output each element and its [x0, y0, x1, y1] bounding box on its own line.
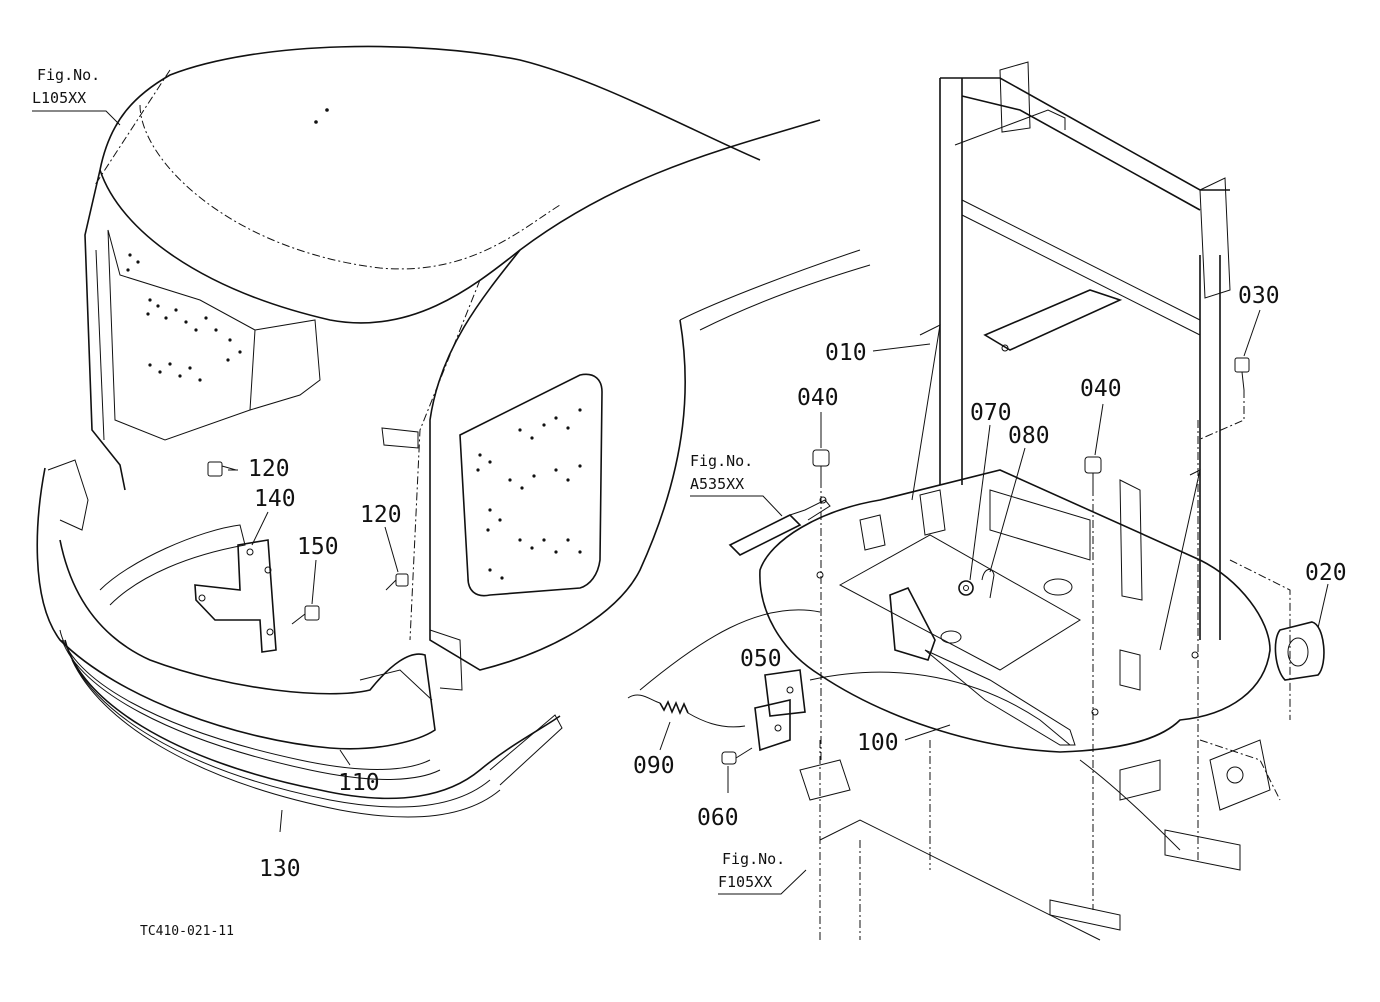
figref-F105XX-line2: F105XX [718, 873, 772, 891]
callout-030: 030 [1238, 283, 1280, 309]
base-plate [759, 469, 1271, 753]
bolt-040-right [1084, 456, 1102, 910]
bolt-120-right [385, 573, 409, 591]
callout-120-left: 120 [248, 456, 290, 482]
callout-110: 110 [338, 770, 380, 796]
callout-090: 090 [633, 753, 675, 779]
grommet-020 [1274, 621, 1325, 681]
front-bumper [36, 459, 441, 780]
figref-L105XX-line1: Fig.No. [37, 66, 100, 84]
figref-A535XX: Fig.No. A535XX [690, 452, 753, 493]
callout-010: 010 [825, 340, 867, 366]
latch-050 [754, 669, 806, 752]
bumper-rubber-130 [64, 639, 563, 818]
cable-100 [639, 609, 1181, 851]
lower-frame [799, 559, 1291, 941]
pin-060 [721, 747, 753, 765]
leader-lines [32, 110, 1329, 895]
figref-L105XX-line2: L105XX [32, 89, 86, 107]
drawing-code: TC410-021-11 [140, 924, 234, 939]
figref-A535XX-line2: A535XX [690, 475, 744, 493]
washer-070 [958, 580, 974, 596]
seat-frame-010 [911, 61, 1231, 651]
lever-bracket [889, 586, 1076, 746]
callout-140: 140 [254, 486, 296, 512]
callout-100: 100 [857, 730, 899, 756]
spring-090 [627, 694, 746, 728]
grille-perforation-left [126, 253, 242, 382]
grille-perforation-right [476, 408, 582, 580]
callout-040-right: 040 [1080, 376, 1122, 402]
bolt-120-left [207, 461, 237, 477]
bracket-140 [194, 539, 277, 653]
part-callouts: 010 020 030 040 040 050 060 070 080 090 … [248, 283, 1347, 882]
clip-080 [981, 568, 995, 599]
figref-F105XX-line1: Fig.No. [722, 850, 785, 868]
hood-outline [84, 45, 871, 691]
callout-060: 060 [697, 805, 739, 831]
callout-050: 050 [740, 646, 782, 672]
terminal-rod [728, 496, 831, 556]
callout-150: 150 [297, 534, 339, 560]
callout-120-right: 120 [360, 502, 402, 528]
callout-020: 020 [1305, 560, 1347, 586]
dashed-leads [1197, 390, 1245, 860]
callout-130: 130 [259, 856, 301, 882]
bolt-040-left [812, 449, 830, 760]
figref-A535XX-line1: Fig.No. [690, 452, 753, 470]
bolt-030 [1234, 357, 1250, 391]
callout-070: 070 [970, 400, 1012, 426]
bolt-150 [291, 605, 320, 625]
callout-080: 080 [1008, 423, 1050, 449]
figref-L105XX: Fig.No. L105XX [32, 66, 100, 107]
callout-040-left: 040 [797, 385, 839, 411]
figref-F105XX: Fig.No. F105XX [718, 850, 785, 891]
